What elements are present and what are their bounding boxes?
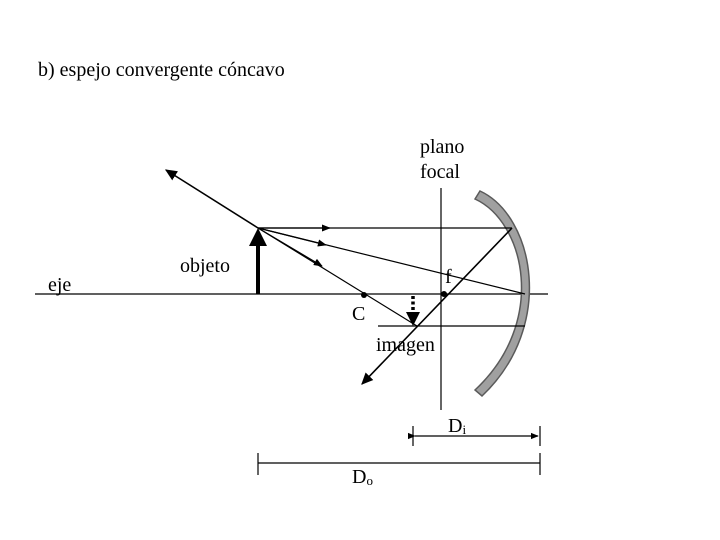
object-arrowhead — [249, 228, 267, 246]
do-label: Do — [352, 466, 373, 488]
axis-label: eje — [48, 274, 71, 296]
focal-point-label: f — [445, 266, 452, 288]
image-arrowhead — [406, 312, 420, 326]
ray-parallel-reflected — [361, 227, 513, 385]
image-label: imagen — [376, 334, 435, 356]
ray-vertex-arrow — [257, 227, 327, 247]
ray-focal-arrow — [257, 227, 323, 267]
focal-plane-label-line2: focal — [420, 161, 460, 183]
di-label: Di — [448, 415, 466, 437]
ray-upper-reflected — [164, 169, 259, 229]
center-of-curvature — [361, 292, 367, 298]
center-label: C — [352, 303, 365, 325]
concave-mirror — [473, 190, 531, 398]
focal-point — [441, 291, 447, 297]
diagram-title: b) espejo convergente cóncavo — [38, 59, 285, 81]
object-label: objeto — [180, 255, 230, 277]
focal-plane-label-line1: plano — [420, 136, 464, 158]
